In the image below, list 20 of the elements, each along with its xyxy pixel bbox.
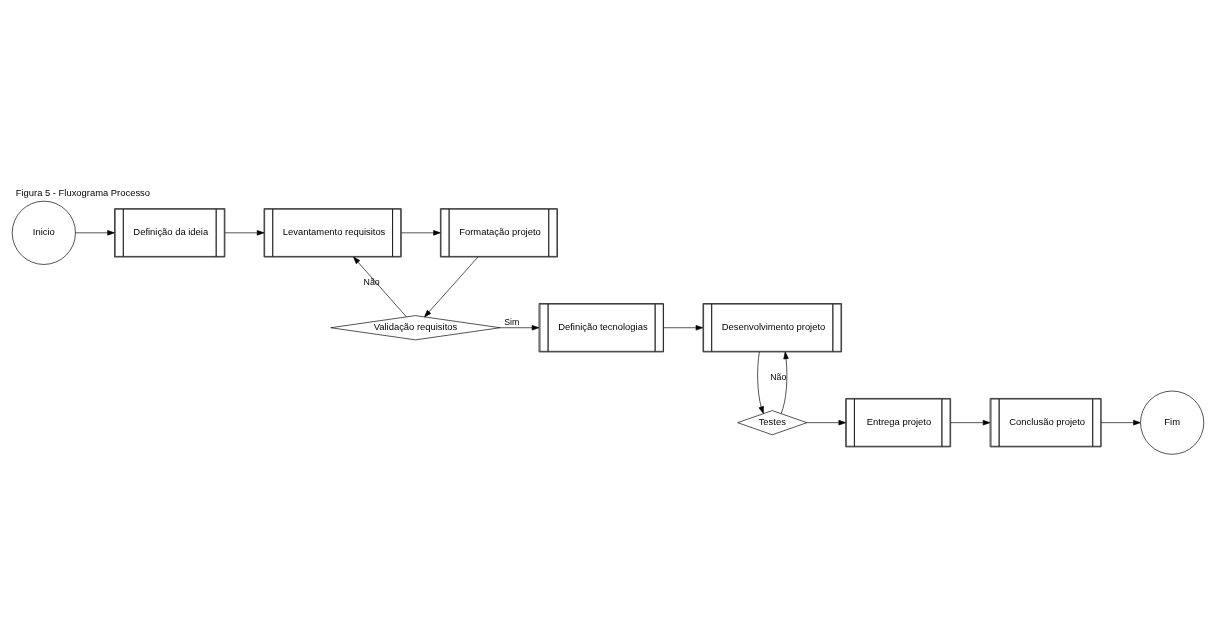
- node-circle: Fim: [1140, 390, 1205, 455]
- arrow: [401, 230, 441, 236]
- arrow: [353, 256, 407, 318]
- arrow: [224, 230, 265, 236]
- edge-label: Não: [770, 372, 787, 383]
- arrow: [499, 325, 540, 331]
- node-diamond: Validação requisitos: [330, 315, 501, 341]
- diagram-title: Figura 5 - Fluxograma Processo: [15, 186, 151, 198]
- node-diamond: Testes: [737, 410, 808, 436]
- arrow: [950, 419, 991, 426]
- arrow: [806, 419, 846, 426]
- arrow: [757, 351, 764, 414]
- node-circle: Inicio: [11, 200, 76, 265]
- arrow: [780, 351, 789, 414]
- arrow: [663, 325, 704, 331]
- edge-label: Sim: [504, 317, 520, 328]
- edge-label: Não: [363, 276, 380, 287]
- arrow: [424, 256, 479, 318]
- arrow: [1100, 419, 1141, 426]
- arrow: [75, 230, 115, 236]
